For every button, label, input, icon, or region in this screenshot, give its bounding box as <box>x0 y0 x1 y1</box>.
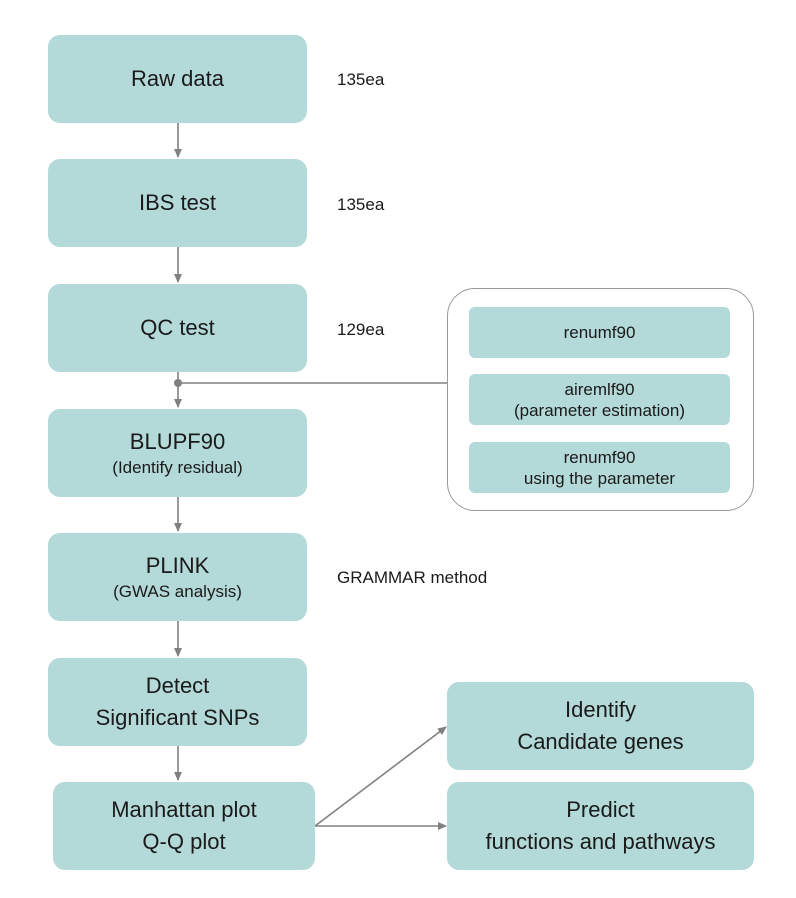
step-qc-test: QC test <box>48 284 307 372</box>
step-blupf90-sublabel: (Identify residual) <box>112 458 243 477</box>
plink-method: GRAMMAR method <box>337 568 488 587</box>
sub-step-airemlf90: airemlf90 (parameter estimation) <box>469 374 730 425</box>
step-plot-line2: Q-Q plot <box>142 829 226 854</box>
step-ibs-test: IBS test <box>48 159 307 247</box>
arrow-plot-to-candidate <box>314 726 447 827</box>
sub-step-renumf90-label: renumf90 <box>563 323 636 342</box>
step-ibs-test-label: IBS test <box>138 190 217 215</box>
output-candidate-line1: Identify <box>565 697 636 722</box>
step-detect-snps: Detect Significant SNPs <box>48 658 307 746</box>
step-blupf90-label: BLUPF90 <box>129 429 226 454</box>
step-blupf90: BLUPF90 (Identify residual) <box>48 409 307 497</box>
step-raw-data-label: Raw data <box>131 66 224 91</box>
output-predict-line2: functions and pathways <box>485 829 716 854</box>
output-candidate-line2: Candidate genes <box>517 729 684 754</box>
sub-step-renumf90: renumf90 <box>469 307 730 358</box>
step-manhattan-qq-plot: Manhattan plot Q-Q plot <box>53 782 315 870</box>
junction-dot <box>174 379 182 387</box>
sub-step-airemlf90-line1: airemlf90 <box>564 379 635 399</box>
step-detect-line2: Significant SNPs <box>95 705 260 730</box>
output-predict-functions: Predict functions and pathways <box>447 782 754 870</box>
sub-step-airemlf90-line2: (parameter estimation) <box>513 400 685 420</box>
step-plink-label: PLINK <box>145 553 210 578</box>
step-plot-line1: Manhattan plot <box>111 797 257 822</box>
step-raw-data: Raw data <box>48 35 307 123</box>
output-predict-line1: Predict <box>566 797 635 822</box>
sub-step-renumf90-param: renumf90 using the parameter <box>469 442 730 493</box>
raw-count: 135ea <box>337 70 385 89</box>
sub-step-renumf90-param-line2: using the parameter <box>523 468 676 488</box>
step-plink: PLINK (GWAS analysis) <box>48 533 307 621</box>
qc-count: 129ea <box>337 320 385 339</box>
output-candidate-genes: Identify Candidate genes <box>447 682 754 770</box>
step-qc-test-label: QC test <box>140 315 215 340</box>
ibs-count: 135ea <box>337 195 385 214</box>
sub-step-renumf90-param-line1: renumf90 <box>563 447 636 467</box>
step-plink-sublabel: (GWAS analysis) <box>113 582 242 601</box>
step-detect-line1: Detect <box>145 673 210 698</box>
